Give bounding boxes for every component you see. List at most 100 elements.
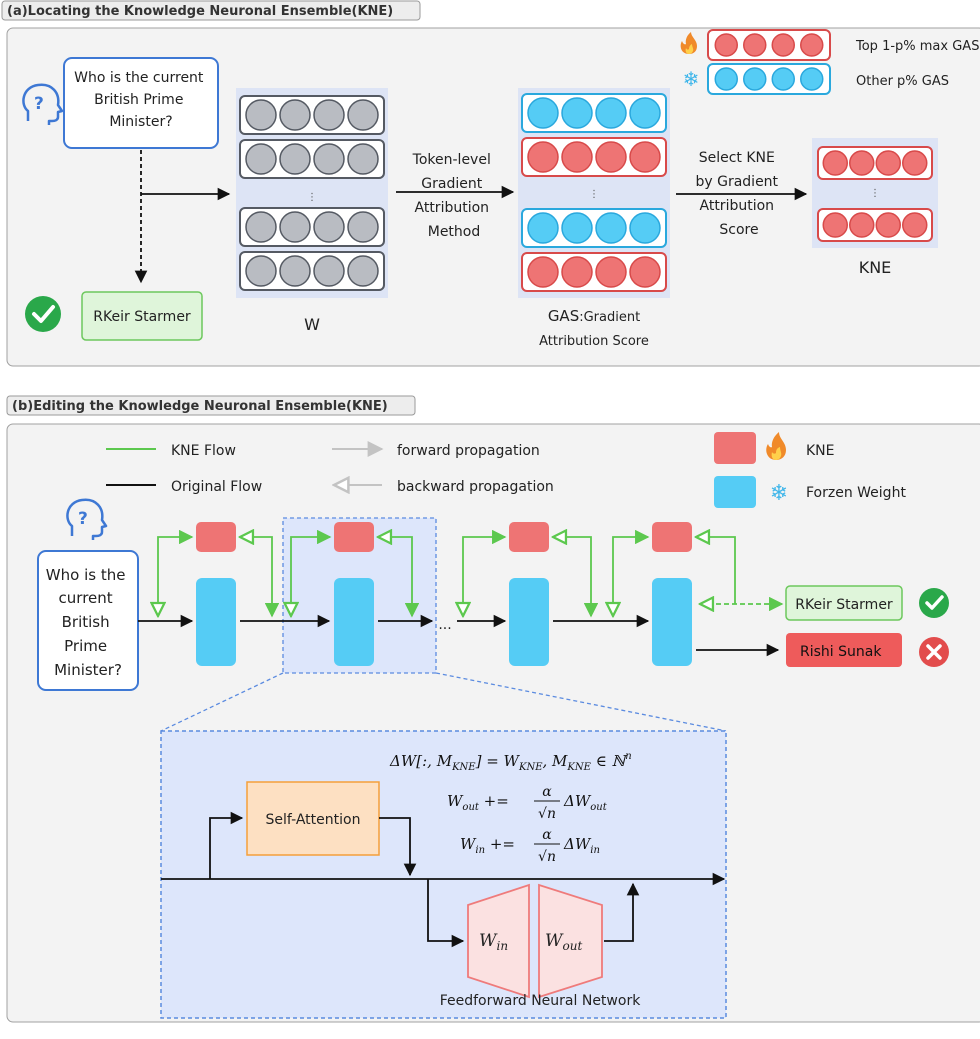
kne-block	[652, 522, 692, 552]
neuron	[629, 256, 661, 288]
neuron	[279, 99, 311, 131]
neuron	[347, 255, 379, 287]
neuron	[743, 67, 767, 91]
neuron	[561, 256, 593, 288]
layer-ellipsis: ...	[438, 617, 451, 633]
neuron	[527, 141, 559, 173]
ffn-label: Feedforward Neural Network	[440, 993, 642, 1009]
section-a-title: (a)Locating the Knowledge Neuronal Ensem…	[7, 4, 393, 19]
fire-icon	[766, 432, 786, 460]
w-matrix	[239, 95, 385, 291]
layer-4	[652, 522, 692, 666]
neuron	[313, 143, 345, 175]
neuron	[347, 143, 379, 175]
neuron	[800, 67, 824, 91]
snowflake-icon: ❄	[683, 67, 700, 91]
legend-other-row	[707, 63, 831, 95]
neuron	[347, 99, 379, 131]
neuron	[800, 33, 824, 57]
gas-label: GAS:Gradient	[548, 307, 640, 325]
neuron	[595, 256, 627, 288]
w-row	[239, 251, 385, 291]
formula-3-lhs: Win +=	[460, 835, 515, 856]
w-row	[239, 95, 385, 135]
zoom-line-left	[160, 672, 284, 732]
question-text: Who is the current British Prime Ministe…	[74, 70, 208, 130]
thinking-head-icon: ?	[22, 83, 64, 125]
fire-icon	[680, 32, 697, 54]
svg-text:?: ?	[34, 94, 44, 114]
kne-row	[817, 146, 933, 180]
answer-wrong-box	[786, 633, 902, 667]
legend-backward: backward propagation	[397, 479, 554, 495]
formula-1: ΔW[:, MKNE] = WKNE, MKNE ∈ ℕn	[389, 751, 632, 773]
neuron	[527, 212, 559, 244]
section-b-title-box	[6, 395, 416, 416]
neuron	[743, 33, 767, 57]
legend-top-row	[707, 29, 831, 61]
w-ellipsis: ⋮	[307, 192, 317, 203]
answer-correct-box	[785, 585, 903, 621]
kne-label: KNE	[859, 258, 892, 277]
neuron	[714, 33, 738, 57]
neuron	[245, 211, 277, 243]
formula-2-alpha: α	[542, 784, 552, 800]
section-a-title-box	[1, 0, 421, 21]
neuron	[595, 212, 627, 244]
legend-top-swatch	[707, 29, 831, 61]
neuron	[629, 141, 661, 173]
check-circle-icon	[25, 296, 61, 332]
legend-original-flow: Original Flow	[171, 479, 262, 495]
kne-flow-paths	[158, 537, 782, 616]
w-out-trapezoid	[538, 883, 603, 999]
neuron	[629, 212, 661, 244]
kne-block	[509, 522, 549, 552]
neuron	[527, 256, 559, 288]
gas-ellipsis: ⋮	[589, 189, 599, 200]
answer-wrong: Rishi Sunak	[800, 644, 882, 660]
formula-2-sqrt: √n	[538, 806, 556, 822]
self-attention-label: Self-Attention	[266, 812, 361, 828]
neuron	[902, 150, 928, 176]
arrow-to-attention	[209, 811, 244, 879]
neuron	[875, 212, 901, 238]
legend-frozen: Forzen Weight	[806, 485, 906, 501]
kne-matrix	[817, 146, 933, 242]
legend-top-label: Top 1-p% max GAS	[855, 39, 979, 54]
snowflake-icon: ❄	[770, 481, 788, 506]
frozen-block	[652, 578, 692, 666]
frozen-block	[334, 578, 374, 666]
neuron	[561, 97, 593, 129]
neuron	[245, 99, 277, 131]
gas-row-other	[521, 208, 667, 248]
neuron	[771, 33, 795, 57]
neuron	[347, 211, 379, 243]
neuron	[561, 212, 593, 244]
answer-correct: RKeir Starmer	[795, 597, 893, 613]
neuron	[279, 143, 311, 175]
gas-label-line2: Attribution Score	[539, 334, 649, 349]
arrow-from-ffn	[604, 882, 640, 942]
legend-frozen-swatch	[714, 476, 756, 508]
neuron	[313, 211, 345, 243]
legend-kne-swatch	[714, 432, 756, 464]
layer-3	[509, 522, 549, 666]
neuron	[313, 99, 345, 131]
arrow-from-attention	[379, 817, 417, 877]
neuron	[245, 255, 277, 287]
kne-block	[196, 522, 236, 552]
neuron	[595, 141, 627, 173]
w-in-label: Win	[479, 931, 508, 953]
legend-other-swatch	[707, 63, 831, 95]
formula-3-sqrt: √n	[538, 849, 556, 865]
legend-kne: KNE	[806, 443, 835, 459]
neuron	[561, 141, 593, 173]
question-text-b: Who is the current British Prime Ministe…	[46, 566, 130, 679]
select-label: Select KNE by Gradient Attribution Score	[695, 150, 782, 238]
formula-2-lhs: Wout +=	[447, 792, 509, 813]
answer-box	[81, 291, 203, 341]
formula-2-delta: ΔWout	[563, 792, 608, 813]
neuron	[279, 255, 311, 287]
zoomed-layer-detail	[160, 730, 727, 1019]
